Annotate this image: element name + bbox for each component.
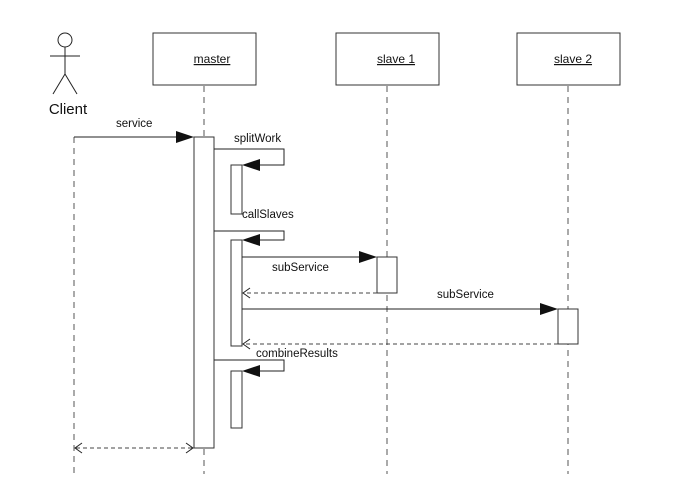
message-combine-results-line <box>214 359 285 372</box>
message-call-slaves-line <box>214 230 285 241</box>
master-activation-call-slaves <box>230 239 243 347</box>
message-sub-service-1-return-arrowhead <box>242 287 251 299</box>
message-sub-service-2-return <box>242 338 558 350</box>
message-service-arrowhead <box>176 131 194 143</box>
message-service-label: service <box>116 118 152 130</box>
slave-1-activation <box>376 256 398 294</box>
message-sub-service-2-arrowhead <box>540 303 558 315</box>
participant-slave-1-label: slave 1 <box>377 52 415 66</box>
message-service-return <box>74 442 194 454</box>
message-sub-service-2-return-arrowhead <box>242 338 251 350</box>
message-call-slaves-arrowhead <box>242 234 260 246</box>
message-call-slaves: callSlaves <box>214 209 294 246</box>
message-sub-service-1-arrowhead <box>359 251 377 263</box>
message-combine-results-arrowhead <box>242 365 260 377</box>
message-sub-service-1-return <box>242 287 377 299</box>
message-split-work-arrowhead <box>242 159 260 171</box>
message-sub-service-1-label: subService <box>272 262 329 274</box>
participant-slave-2: slave 2 <box>516 32 621 86</box>
participant-slave-2-box <box>516 32 621 86</box>
message-call-slaves-label: callSlaves <box>242 209 294 221</box>
message-combine-results-label: combineResults <box>256 348 338 360</box>
message-sub-service-2: subService <box>242 289 558 315</box>
master-activation-split-work <box>230 164 243 215</box>
master-activation-main <box>193 136 215 449</box>
client-actor-left-leg <box>52 73 66 95</box>
master-activation-combine-results <box>230 370 243 429</box>
message-split-work-label: splitWork <box>234 133 281 145</box>
participant-master-box <box>152 32 257 86</box>
participant-slave-1-box <box>335 32 440 86</box>
message-service: service <box>74 118 194 143</box>
participant-master: master <box>152 32 257 86</box>
message-sub-service-2-label: subService <box>437 289 494 301</box>
message-sub-service-1: subService <box>242 251 377 274</box>
client-actor-head <box>57 32 73 48</box>
slave-2-activation <box>557 308 579 345</box>
client-actor-label: Client <box>49 101 88 118</box>
message-service-return-arrowhead-right <box>185 442 194 454</box>
client-actor-right-leg <box>64 73 78 95</box>
message-split-work: splitWork <box>214 133 285 171</box>
participant-master-label: master <box>194 52 231 66</box>
participant-slave-1: slave 1 <box>335 32 440 86</box>
client-actor: Client <box>49 32 88 118</box>
message-combine-results: combineResults <box>214 348 338 377</box>
message-service-return-arrowhead-left <box>74 442 83 454</box>
participant-slave-2-label: slave 2 <box>554 52 592 66</box>
message-split-work-line <box>214 148 285 166</box>
